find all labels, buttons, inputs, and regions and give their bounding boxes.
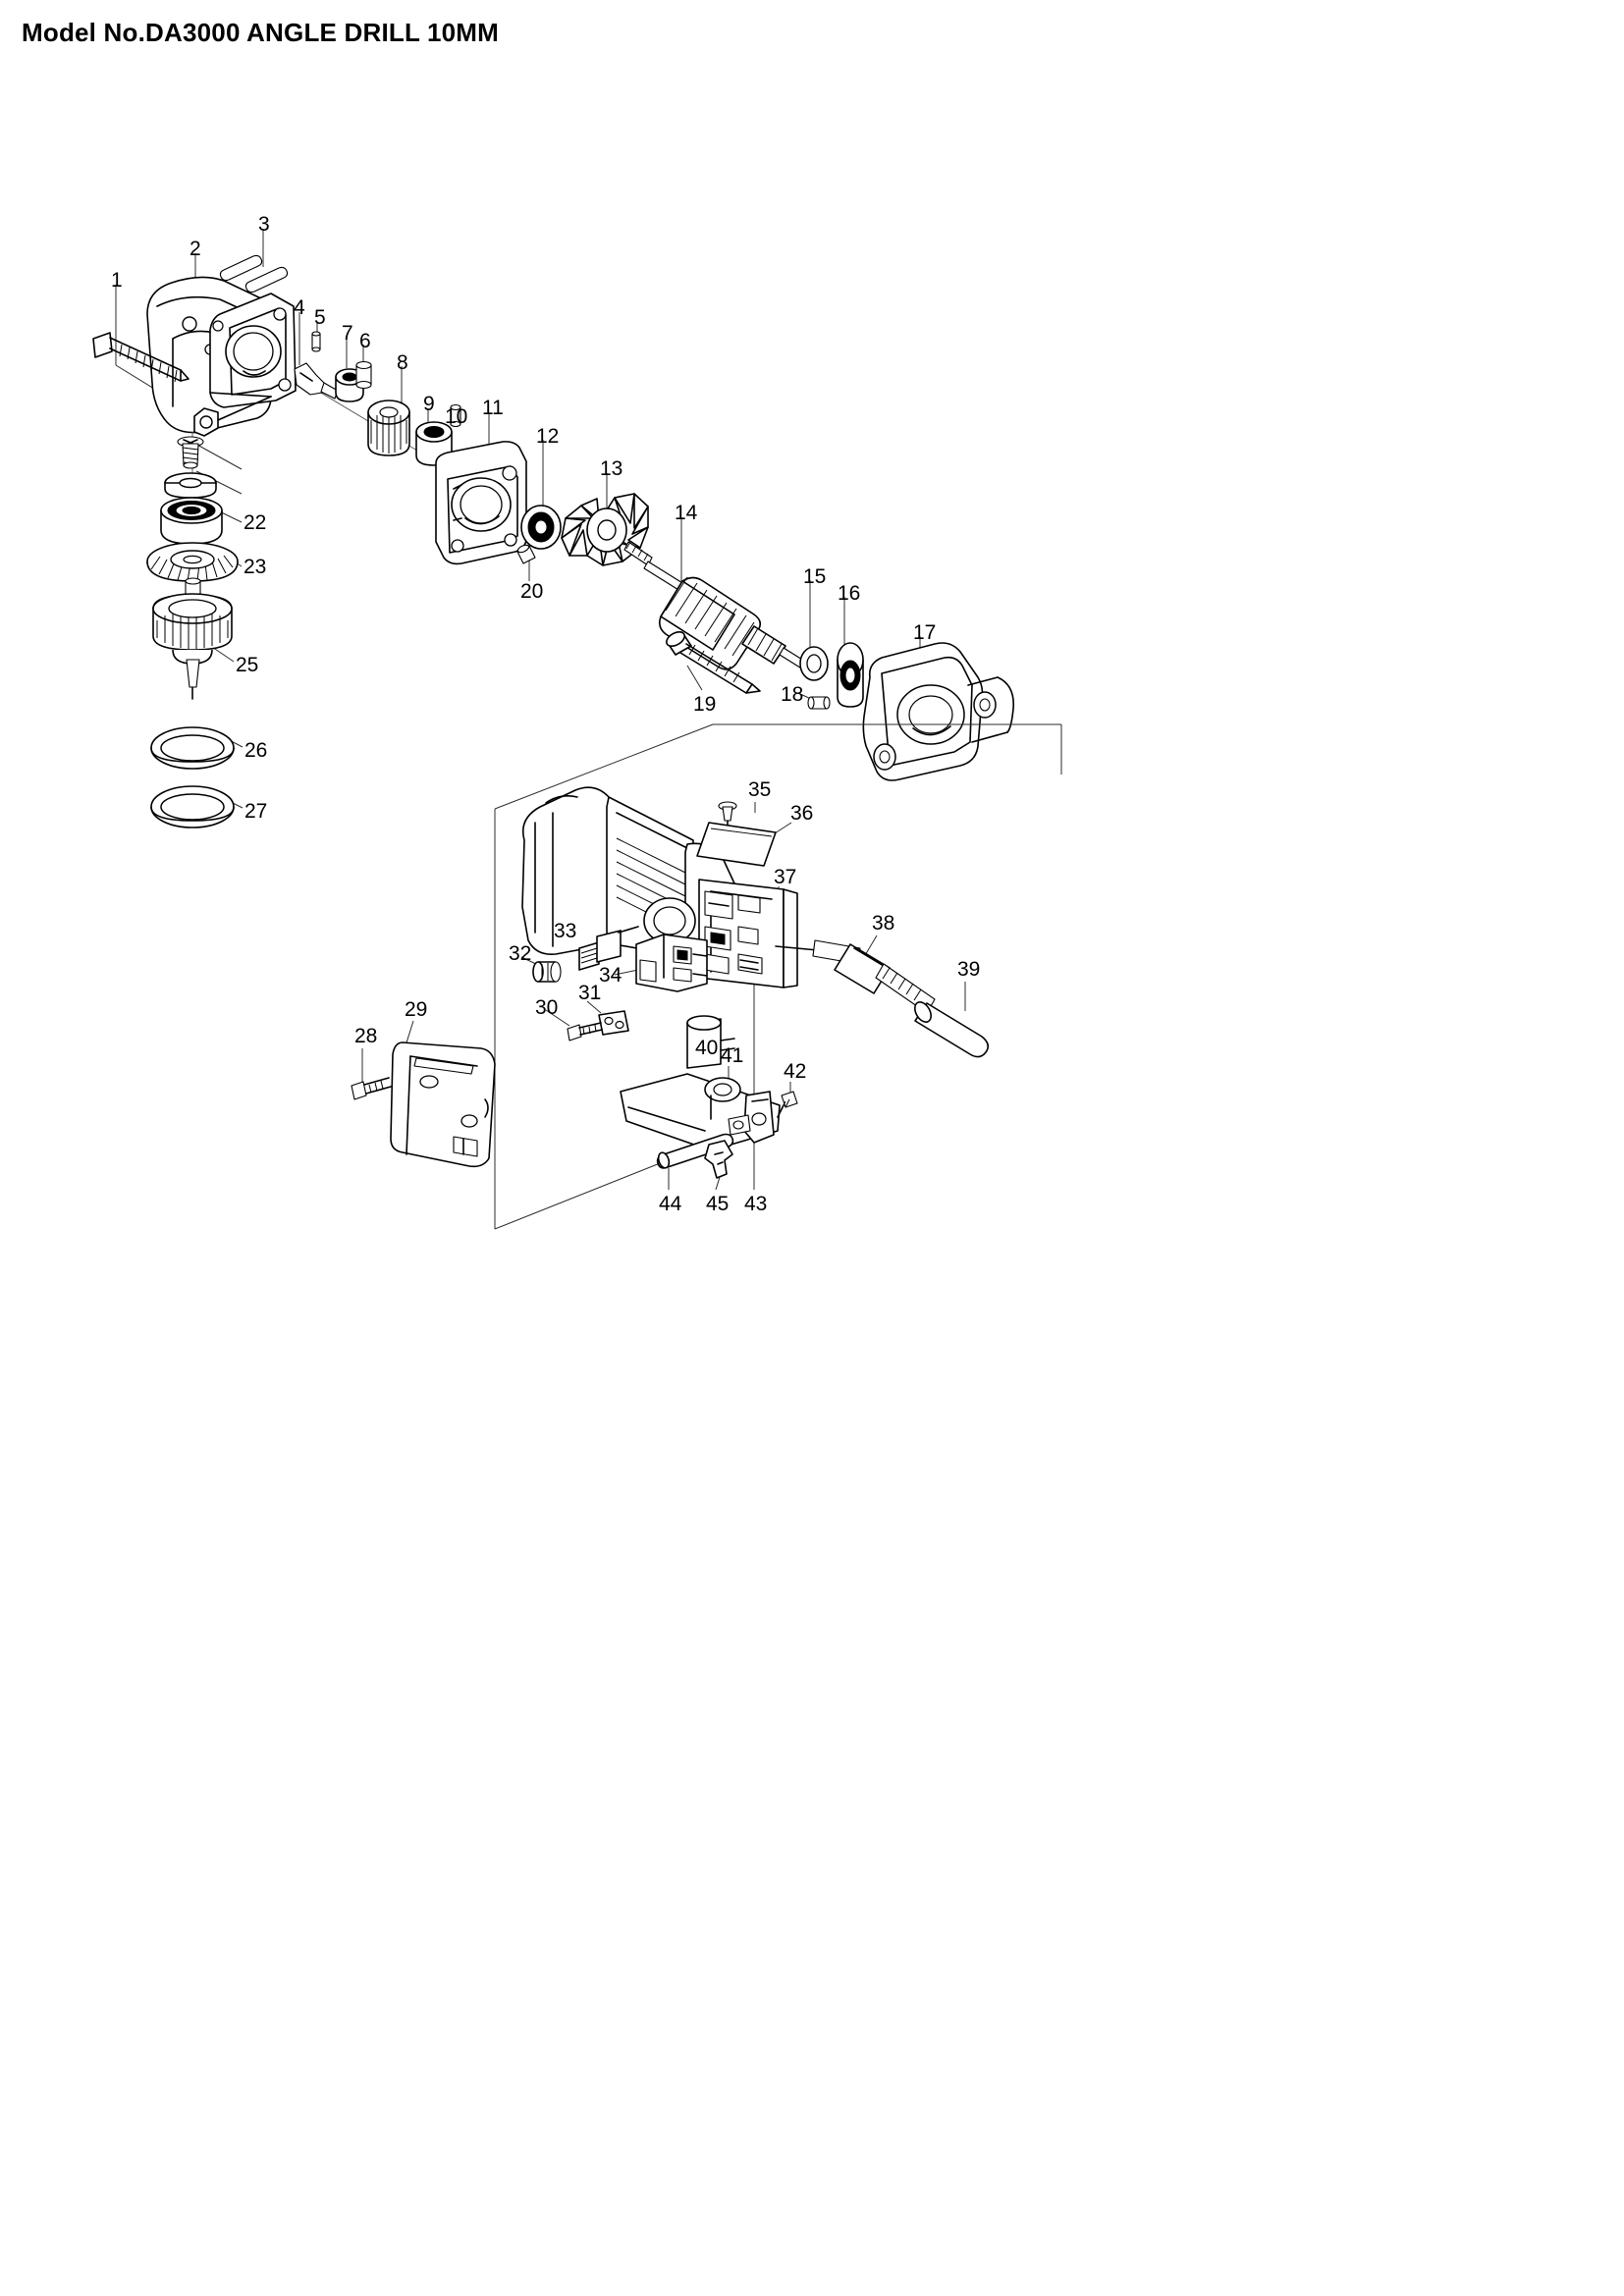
part-36-name-plate <box>696 822 777 867</box>
part-4-spindle <box>294 362 339 400</box>
callout-4: 4 <box>294 296 305 319</box>
part-38-power-cord <box>775 939 936 1014</box>
callout-6: 6 <box>359 330 371 352</box>
part-34-switch <box>635 934 708 992</box>
callout-19: 19 <box>693 693 717 716</box>
part-12-ball-bearing <box>520 505 562 550</box>
part-2-gear-housing <box>146 276 297 437</box>
callout-35: 35 <box>748 778 772 801</box>
callout-16: 16 <box>838 582 861 605</box>
callout-38: 38 <box>872 912 895 934</box>
part-31-terminal-plate <box>598 1010 629 1036</box>
part-46-pan-head-screw <box>177 436 204 469</box>
callout-2: 2 <box>189 238 201 260</box>
callout-15: 15 <box>803 565 827 588</box>
part-13-fan <box>561 493 649 566</box>
callout-22: 22 <box>244 511 267 534</box>
part-30-screw <box>567 1022 603 1041</box>
callout-39: 39 <box>957 958 981 981</box>
leader-lines <box>115 229 966 1191</box>
callout-43: 43 <box>744 1193 768 1215</box>
callout-8: 8 <box>397 351 408 374</box>
callout-36: 36 <box>790 802 814 825</box>
part-32-brush-holder-cap <box>532 961 562 983</box>
part-37-handle-housing <box>521 786 798 988</box>
part-14-armature <box>623 541 824 680</box>
page-title: Model No.DA3000 ANGLE DRILL 10MM <box>22 18 500 47</box>
part-17-motor-housing <box>862 642 1014 781</box>
callout-17: 17 <box>913 621 937 644</box>
part-40-noise-suppressor <box>686 1015 735 1069</box>
part-19-tapping-screw <box>666 630 761 694</box>
callout-1: 1 <box>111 269 123 292</box>
part-45-lock-lever <box>704 1140 733 1179</box>
callout-31: 31 <box>578 982 602 1004</box>
callout-37: 37 <box>774 866 797 888</box>
part-20-pin <box>516 544 536 564</box>
part-22-ball-bearing <box>160 497 223 545</box>
callout-9: 9 <box>423 393 435 415</box>
callout-44: 44 <box>659 1193 682 1215</box>
callout-26: 26 <box>244 739 268 762</box>
part-5-pin <box>311 331 321 352</box>
part-26-o-ring <box>150 726 235 770</box>
part-47-flat-washer <box>164 472 217 499</box>
part-29-switch-cover <box>390 1041 496 1168</box>
callout-12: 12 <box>536 425 560 448</box>
callout-45: 45 <box>706 1193 730 1215</box>
part-16-bearing-retainer <box>837 642 864 708</box>
callout-13: 13 <box>600 457 623 480</box>
part-23-bevel-gear <box>146 542 239 582</box>
callout-25: 25 <box>236 654 259 676</box>
callout-42: 42 <box>784 1060 807 1083</box>
callout-29: 29 <box>405 998 428 1021</box>
callout-3: 3 <box>258 213 270 236</box>
part-42-screw <box>777 1091 798 1118</box>
part-11-gear-case <box>435 441 527 565</box>
assembly-phantom-box <box>494 723 1062 1230</box>
callout-11: 11 <box>482 397 504 419</box>
callout-18: 18 <box>781 683 804 706</box>
part-10-pin <box>450 403 461 428</box>
callout-7: 7 <box>342 322 353 345</box>
callout-28: 28 <box>354 1025 378 1047</box>
part-39-cord-sleeve <box>914 1001 990 1058</box>
part-43-cord-clamp <box>728 1091 775 1144</box>
callout-27: 27 <box>244 800 268 823</box>
callout-33: 33 <box>554 920 577 942</box>
callout-5: 5 <box>314 306 326 329</box>
part-25-drill-chuck <box>152 577 233 700</box>
part-8-helical-gear <box>367 400 410 456</box>
part-18-pin <box>807 696 831 710</box>
part-28-tapping-screw <box>351 1077 392 1100</box>
callout-14: 14 <box>675 502 698 524</box>
part-3-pins <box>219 254 289 294</box>
callout-23: 23 <box>244 556 267 578</box>
part-1-hex-bolt <box>92 332 189 383</box>
callout-41: 41 <box>721 1044 744 1067</box>
callout-40: 40 <box>695 1037 719 1059</box>
callout-20: 20 <box>520 580 544 603</box>
part-6-sleeve <box>355 360 372 390</box>
part-33-carbon-brush <box>578 926 639 971</box>
part-15-washer <box>799 646 829 681</box>
callout-30: 30 <box>535 996 559 1019</box>
part-27-o-ring <box>150 785 235 828</box>
callout-32: 32 <box>509 942 532 965</box>
callout-10: 10 <box>445 405 468 428</box>
callout-34: 34 <box>599 964 623 987</box>
